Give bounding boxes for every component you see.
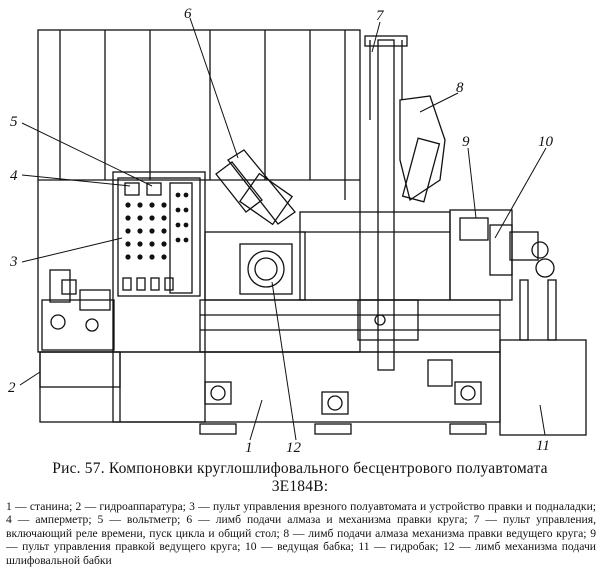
callout-10: 10 (538, 134, 554, 150)
callout-8: 8 (456, 80, 464, 96)
grinding-head (204, 211, 451, 301)
caption-line-1: Рис. 57. Компоновки круглошлифовального … (52, 460, 548, 477)
base-panel (427, 359, 453, 387)
figure-caption: Рис. 57. Компоновки круглошлифовального … (6, 460, 594, 496)
driving-wheel-dressing (399, 95, 446, 203)
machine-feet (199, 381, 487, 435)
hydrotank (499, 258, 587, 436)
control-panel (112, 171, 206, 423)
machine-base (39, 299, 501, 423)
hydraulic-equipment (41, 269, 115, 351)
callout-7: 7 (376, 8, 385, 24)
callout-1: 1 (245, 440, 253, 456)
dressing-mechanism (215, 149, 296, 226)
callout-3: 3 (9, 254, 18, 270)
leader-lines (19, 17, 547, 441)
callout-6: 6 (184, 6, 192, 22)
control-column (357, 35, 419, 371)
callout-2: 2 (8, 380, 16, 396)
callout-5: 5 (10, 114, 18, 130)
callout-4: 4 (10, 168, 18, 184)
callout-11: 11 (536, 438, 550, 454)
rear-cabinets (37, 29, 361, 353)
legend-text: 1 — станина; 2 — гидроаппаратура; 3 — пу… (6, 500, 596, 567)
callout-12: 12 (286, 440, 302, 456)
machine-drawing: 1 2 3 4 5 6 7 8 9 10 11 12 (8, 6, 587, 456)
callout-9: 9 (462, 134, 470, 150)
figure-legend: 1 — станина; 2 — гидроаппаратура; 3 — пу… (6, 500, 596, 567)
driving-head (449, 209, 549, 301)
caption-line-2: 3Е184В: (271, 478, 329, 495)
